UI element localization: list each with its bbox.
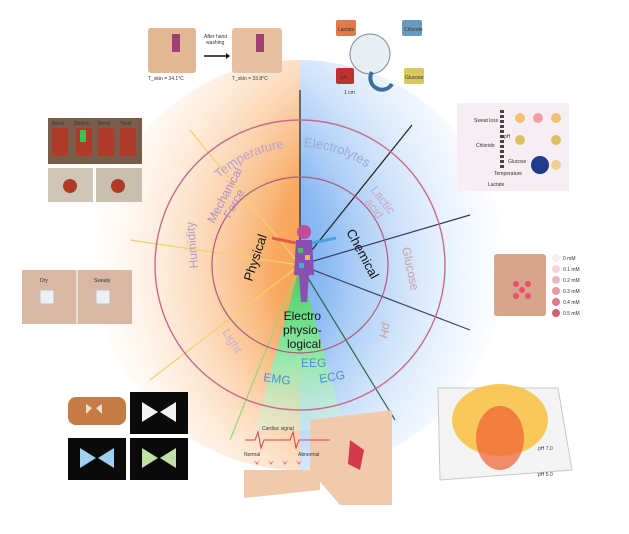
svg-text:Lactate: Lactate [338, 27, 355, 33]
svg-text:0.3 mM: 0.3 mM [563, 289, 580, 295]
svg-text:Abnormal: Abnormal [298, 452, 319, 458]
panel-sensor-chip: Lactate Chloride pH Glucose 1 cm [336, 20, 424, 96]
svg-text:After hand: After hand [204, 34, 227, 40]
panel-butterfly [68, 392, 188, 480]
panel-sweat-chart: Sweat loss pH Chloride Glucose Temperatu… [457, 103, 569, 191]
physical-region [95, 60, 300, 470]
svg-text:Lactate: Lactate [488, 182, 505, 188]
svg-text:0 mM: 0 mM [563, 256, 576, 262]
label-electrophysiological: Electro physio- logical [283, 309, 325, 351]
svg-text:Bend: Bend [98, 121, 110, 127]
label-ecg: ECG [318, 368, 346, 386]
svg-text:0.5 mM: 0.5 mM [563, 311, 580, 317]
panel-strain-sensors: Bend Stretch Bend Twist [48, 118, 142, 202]
svg-text:Chloride: Chloride [404, 27, 423, 33]
svg-text:1 cm: 1 cm [344, 90, 355, 96]
svg-text:pH 5.0: pH 5.0 [538, 472, 553, 478]
svg-text:washing: washing [206, 40, 225, 46]
svg-text:0.1 mM: 0.1 mM [563, 267, 580, 273]
svg-text:Temperature: Temperature [494, 171, 522, 177]
human-figure [271, 225, 337, 302]
svg-text:Stretch: Stretch [74, 121, 90, 127]
panel-glucose-patch: 0 mM 0.1 mM 0.2 mM 0.3 mM 0.4 mM 0.5 mM [494, 254, 580, 317]
svg-text:Normal: Normal [244, 452, 260, 458]
svg-text:Bend: Bend [52, 121, 64, 127]
svg-text:Cardiac signal: Cardiac signal [262, 426, 294, 432]
inner-ring [211, 176, 389, 354]
panel-humidity-patch: Dry Sweaty [22, 270, 132, 324]
label-humidity: Humidity [183, 221, 201, 269]
svg-text:pH: pH [504, 134, 511, 140]
outer-ring [154, 119, 446, 411]
svg-text:Glucose: Glucose [405, 75, 424, 81]
svg-text:pH: pH [341, 75, 348, 81]
svg-text:Twist: Twist [120, 121, 132, 127]
svg-text:pH 7.0: pH 7.0 [538, 446, 553, 452]
svg-text:0.2 mM: 0.2 mM [563, 278, 580, 284]
panel-hand-washing: After hand washing T_skin = 34.1°C T_ski… [148, 28, 282, 82]
svg-text:Chloride: Chloride [476, 143, 495, 149]
svg-text:Sweat loss: Sweat loss [474, 118, 499, 124]
panel-ecg-arm: Cardiac signal Normal Abnormal [244, 410, 392, 505]
label-eeg: EEG [301, 356, 326, 370]
chemical-region [300, 60, 505, 470]
svg-text:Sweaty: Sweaty [94, 278, 111, 284]
svg-text:T_skin = 34.1°C: T_skin = 34.1°C [148, 76, 184, 82]
svg-text:0.4 mM: 0.4 mM [563, 300, 580, 306]
svg-text:Dry: Dry [40, 278, 48, 284]
label-emg: EMG [263, 370, 292, 388]
label-ph: pH [376, 321, 394, 340]
svg-text:Glucose: Glucose [508, 159, 527, 165]
electrophysiological-region [255, 265, 345, 430]
panel-ph-map: pH 7.0 pH 5.0 [437, 384, 573, 481]
svg-text:T_skin = 33.8°C: T_skin = 33.8°C [232, 76, 268, 82]
